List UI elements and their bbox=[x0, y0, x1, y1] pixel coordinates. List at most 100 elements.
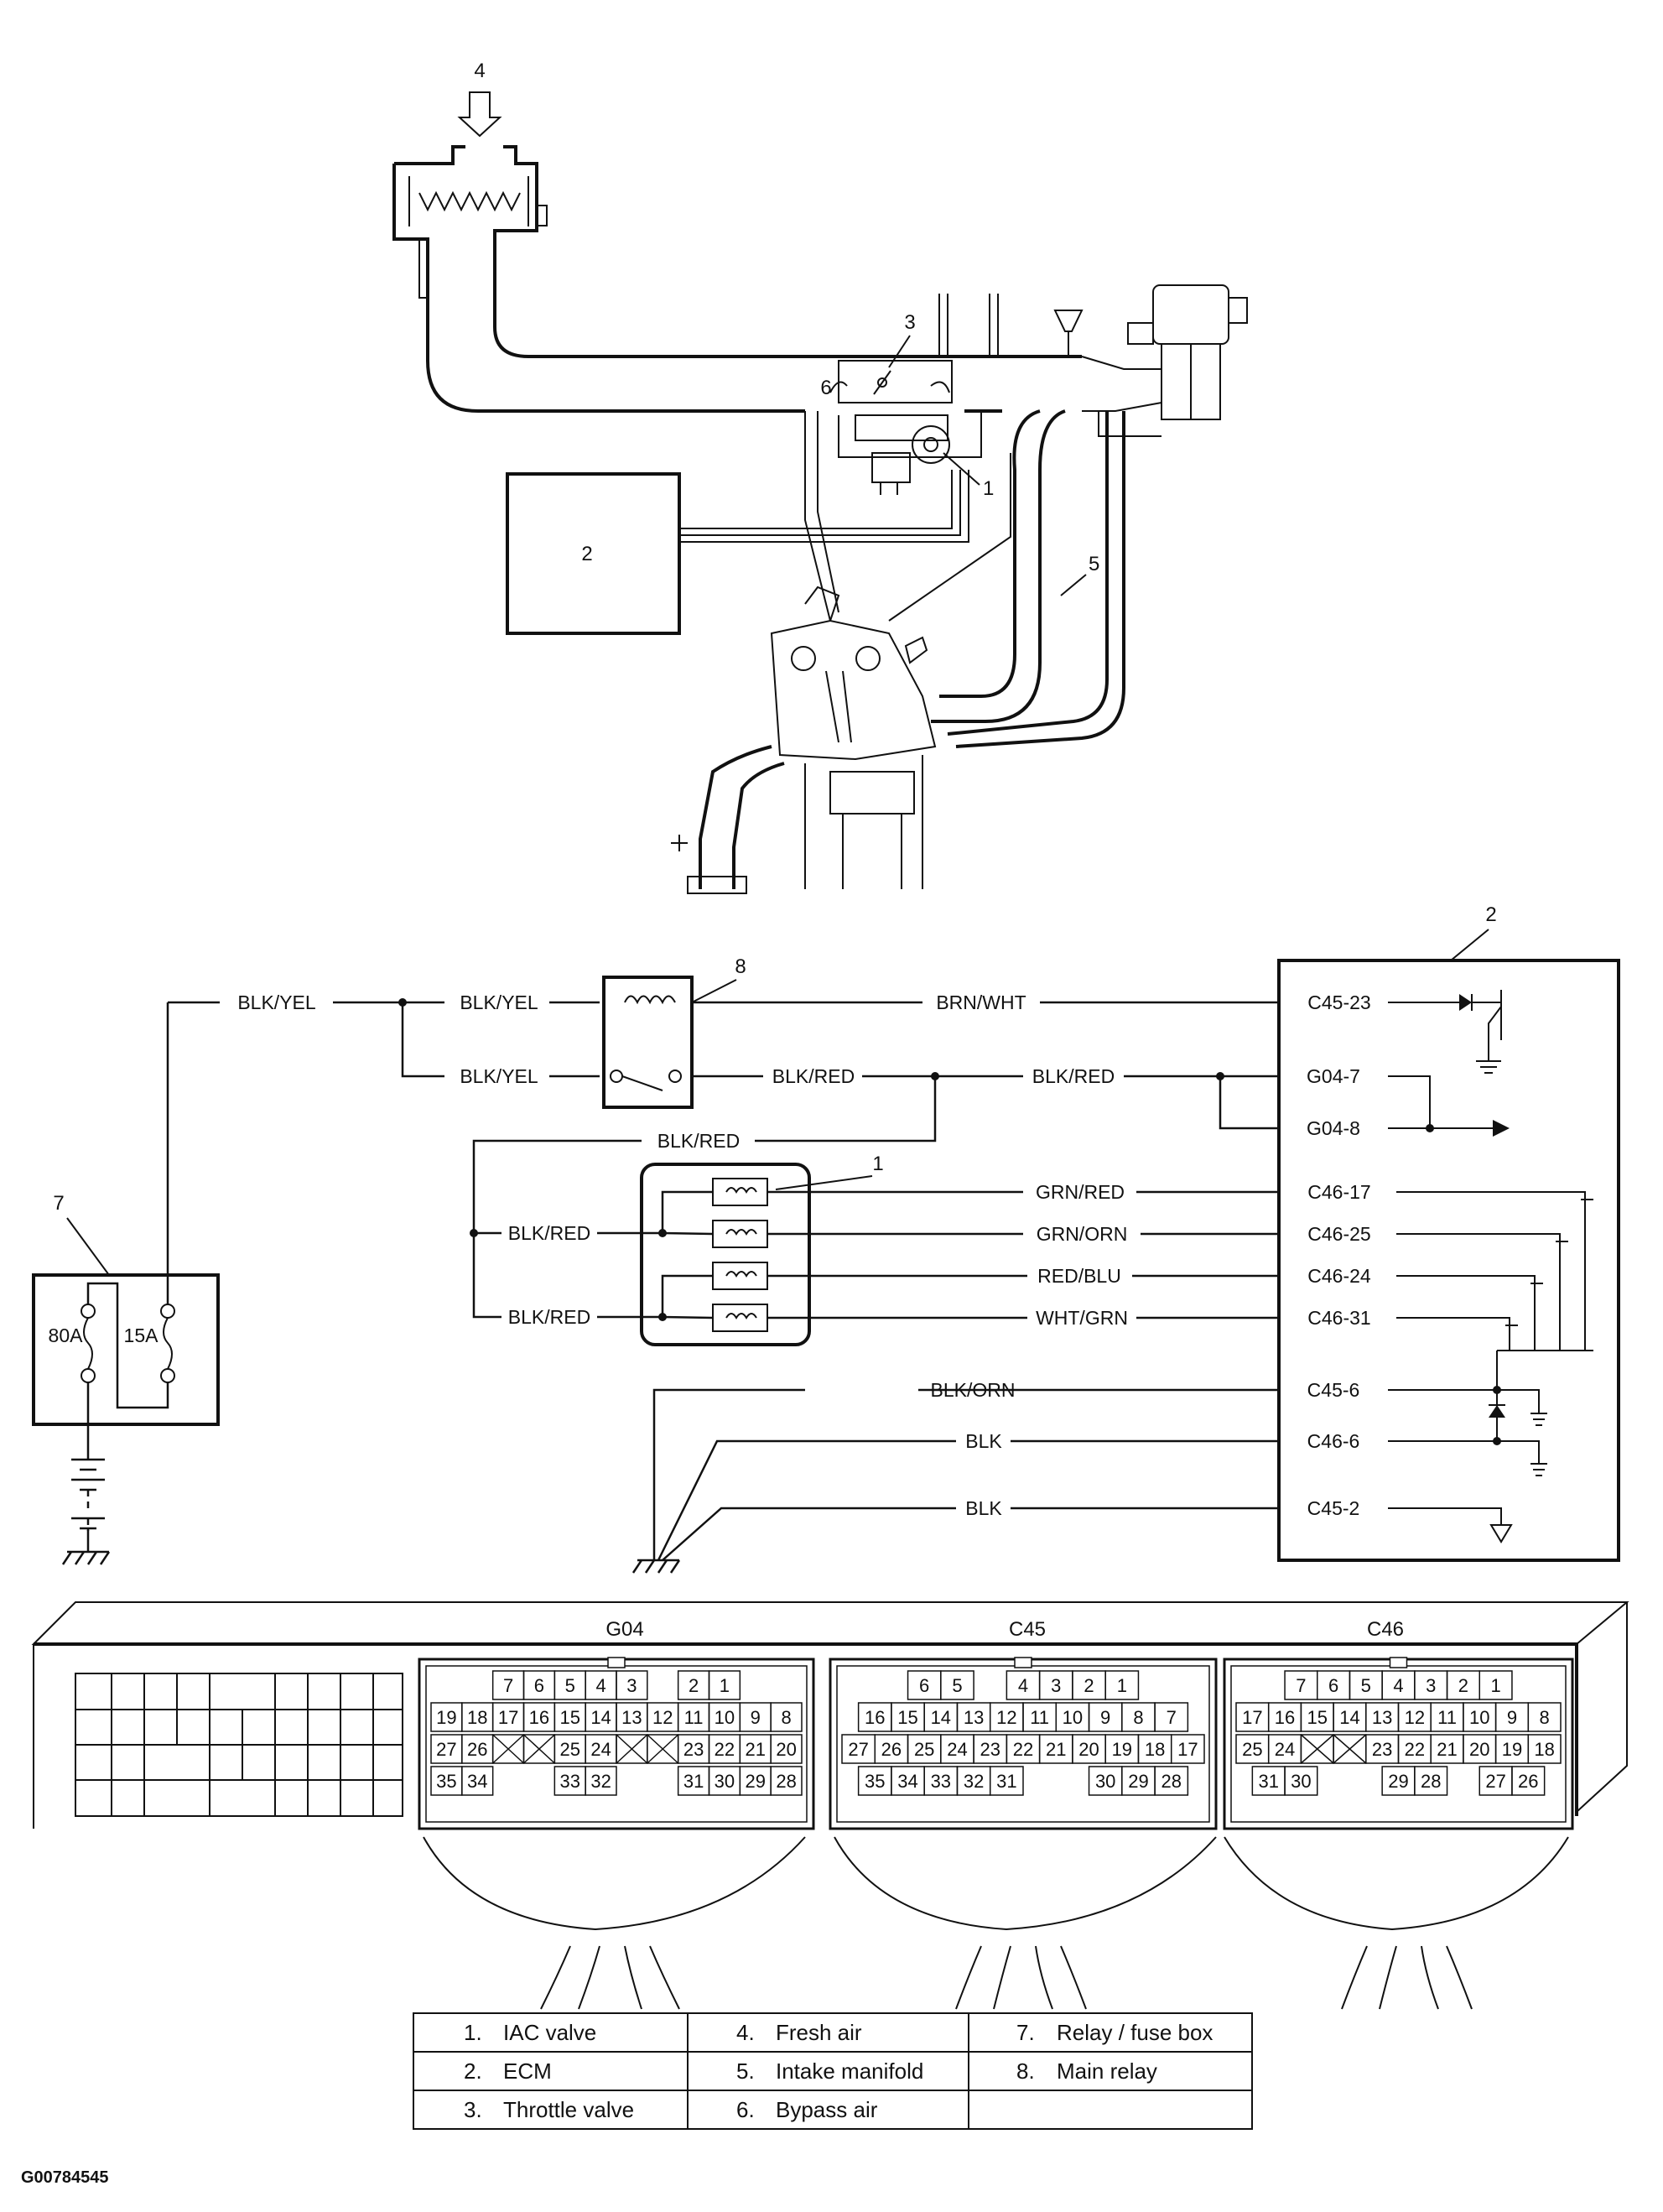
wire-label-brnwht: BRN/WHT bbox=[936, 991, 1026, 1013]
pin-number: 12 bbox=[996, 1707, 1016, 1728]
connector-pin: 15 bbox=[553, 1702, 586, 1732]
connector-pin: 4 bbox=[1381, 1670, 1416, 1700]
legend-text: Intake manifold bbox=[776, 2058, 923, 2084]
pin-number: 23 bbox=[1372, 1739, 1392, 1760]
ecm-harness bbox=[679, 470, 969, 543]
connector-pin: 25 bbox=[553, 1734, 586, 1764]
pin-number: 2 bbox=[1458, 1675, 1468, 1696]
fuse-80a-label: 80A bbox=[49, 1325, 84, 1346]
pin-number: 16 bbox=[1275, 1707, 1295, 1728]
pin-number: 18 bbox=[1534, 1739, 1554, 1760]
legend-num: 7. bbox=[1016, 2020, 1035, 2045]
connector-pin: 26 bbox=[874, 1734, 909, 1764]
pin-number: 8 bbox=[781, 1707, 791, 1728]
connector-pin: 29 bbox=[1381, 1766, 1416, 1796]
connector-pin: 25 bbox=[1235, 1734, 1270, 1764]
air-cleaner bbox=[392, 145, 548, 299]
pin-number: 31 bbox=[996, 1771, 1016, 1792]
connector-pin: 16 bbox=[857, 1702, 892, 1732]
connector-pin bbox=[1333, 1734, 1367, 1764]
pin-number: 32 bbox=[590, 1771, 611, 1792]
pin-number: 14 bbox=[931, 1707, 951, 1728]
legend-num: 1. bbox=[464, 2020, 482, 2045]
pin-number: 24 bbox=[947, 1739, 967, 1760]
pin-number: 16 bbox=[865, 1707, 885, 1728]
connector-pin: 26 bbox=[1511, 1766, 1546, 1796]
pin-number: 10 bbox=[715, 1707, 735, 1728]
fuse-80a bbox=[81, 1304, 96, 1383]
connector-pin: 2 bbox=[1072, 1670, 1106, 1700]
connector-pin: 20 bbox=[1463, 1734, 1497, 1764]
chassis-ground bbox=[631, 1559, 681, 1574]
pin-number: 9 bbox=[1507, 1707, 1517, 1728]
pin-number: 35 bbox=[436, 1771, 456, 1792]
pin-number: 26 bbox=[881, 1739, 902, 1760]
ecm-box bbox=[1277, 959, 1620, 1562]
pin-number: 21 bbox=[1437, 1739, 1457, 1760]
connector-pin: 27 bbox=[841, 1734, 876, 1764]
harness-bundles bbox=[423, 1836, 1569, 2010]
connector-pin: 19 bbox=[1104, 1734, 1140, 1764]
connector-pin: 20 bbox=[1072, 1734, 1106, 1764]
intake-system-drawing: 4 bbox=[392, 60, 1248, 894]
pin-number: 7 bbox=[1296, 1675, 1306, 1696]
legend-text: Main relay bbox=[1057, 2058, 1157, 2084]
connector-pin: 3 bbox=[1038, 1670, 1073, 1700]
connector-pin: 10 bbox=[708, 1702, 741, 1732]
connector-pin: 31 bbox=[989, 1766, 1024, 1796]
connector-pin: 21 bbox=[739, 1734, 772, 1764]
pin-number: 1 bbox=[1117, 1675, 1127, 1696]
connector-pin: 35 bbox=[430, 1766, 463, 1796]
connector-pin: 3 bbox=[616, 1670, 648, 1700]
pin-number: 24 bbox=[590, 1739, 611, 1760]
intake-manifold bbox=[804, 409, 1125, 748]
wire-label-blkyel-2: BLK/YEL bbox=[460, 991, 538, 1013]
pin-number: 28 bbox=[776, 1771, 796, 1792]
ecm-pin: C46-24 bbox=[1307, 1265, 1371, 1287]
figure-code: G00784545 bbox=[21, 2168, 109, 2187]
pin-number: 5 bbox=[1361, 1675, 1371, 1696]
connector-pin bbox=[491, 1734, 525, 1764]
iac-valve-drawing bbox=[871, 425, 950, 495]
pin-number: 1 bbox=[720, 1675, 730, 1696]
pin-number: 1 bbox=[1490, 1675, 1500, 1696]
legend-num: 8. bbox=[1016, 2058, 1035, 2084]
callout-main-relay: 8 bbox=[735, 955, 746, 978]
connector-pin: 13 bbox=[956, 1702, 991, 1732]
pin-number: 6 bbox=[534, 1675, 544, 1696]
pin-number: 29 bbox=[1388, 1771, 1408, 1792]
pin-number: 10 bbox=[1469, 1707, 1489, 1728]
main-relay bbox=[602, 976, 694, 1109]
connector-pin: 8 bbox=[770, 1702, 803, 1732]
pin-number: 6 bbox=[1328, 1675, 1338, 1696]
fresh-air-arrow bbox=[457, 91, 502, 138]
connector-pin: 19 bbox=[430, 1702, 463, 1732]
iac-valve-block bbox=[640, 1163, 811, 1346]
callout-throttle: 3 bbox=[904, 311, 915, 334]
wire-label-whtgrn: WHT/GRN bbox=[1036, 1307, 1128, 1329]
pin-number: 23 bbox=[980, 1739, 1000, 1760]
pin-number: 34 bbox=[467, 1771, 487, 1792]
legend-text: Relay / fuse box bbox=[1057, 2020, 1213, 2045]
connector-pin: 34 bbox=[461, 1766, 494, 1796]
pin-number: 29 bbox=[746, 1771, 766, 1792]
connector-pin: 25 bbox=[907, 1734, 942, 1764]
connector-pin: 10 bbox=[1055, 1702, 1090, 1732]
pin-number: 34 bbox=[897, 1771, 917, 1792]
connector-pin: 32 bbox=[585, 1766, 617, 1796]
pin-number: 15 bbox=[560, 1707, 580, 1728]
connector-pin: 11 bbox=[1430, 1702, 1464, 1732]
connector-pin: 34 bbox=[891, 1766, 925, 1796]
legend-text: Bypass air bbox=[776, 2097, 878, 2122]
legend-num: 6. bbox=[736, 2097, 755, 2122]
pin-number: 35 bbox=[865, 1771, 885, 1792]
callout-manifold: 5 bbox=[1089, 553, 1099, 575]
pin-number: 20 bbox=[1078, 1739, 1099, 1760]
connector-pin: 22 bbox=[1397, 1734, 1432, 1764]
relay-fuse-box bbox=[32, 1273, 220, 1426]
pin-number: 31 bbox=[1258, 1771, 1278, 1792]
pin-number: 18 bbox=[467, 1707, 487, 1728]
pin-number: 22 bbox=[715, 1739, 735, 1760]
